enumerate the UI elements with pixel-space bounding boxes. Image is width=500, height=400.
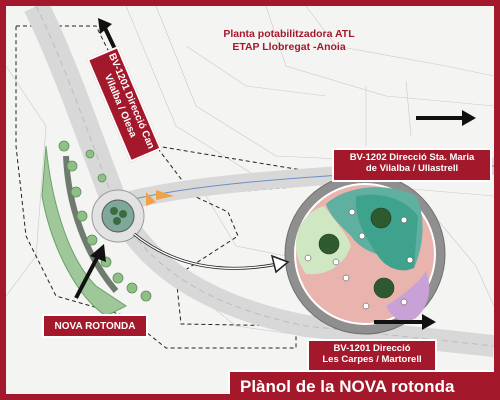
- roundabout-small: [91, 189, 145, 243]
- roundabout-label-text: NOVA ROTONDA: [54, 321, 136, 332]
- plan-title-text: Plànol de la NOVA rotonda: [240, 377, 455, 396]
- treatment-plant-label: Planta potabilitzadora ATL ETAP Llobrega…: [204, 28, 374, 53]
- road-label-bv1202: BV-1202 Direcció Sta. Maria de Vilalba /…: [332, 148, 492, 182]
- detail-trees: [318, 207, 395, 299]
- plant-name: Planta potabilitzadora ATL: [223, 28, 355, 40]
- road-label-bv1202-line1: BV-1202 Direcció Sta. Maria: [349, 152, 475, 163]
- road-label-bv1201-south: BV-1201 Direcció Les Carpes / Martorell: [307, 339, 437, 373]
- detail-markers: [304, 208, 414, 310]
- zoom-callout-arrowhead: [270, 254, 290, 274]
- plant-subname: ETAP Llobregat -Anoia: [232, 40, 346, 53]
- traffic-island-east: [146, 192, 156, 206]
- works-boundary: [15, 25, 297, 349]
- retaining-wall: [63, 155, 119, 293]
- traffic-island-east-2: [156, 190, 174, 200]
- plan-title: Plànol de la NOVA rotonda: [228, 370, 494, 396]
- trees-west: [58, 140, 152, 302]
- roundabout-detail: [284, 173, 446, 335]
- road-label-bv1201-south-line2: Les Carpes / Martorell: [322, 353, 422, 365]
- roundabout-label: NOVA ROTONDA: [42, 314, 148, 338]
- teal-planting-area: [355, 194, 418, 271]
- purple-planting-area: [386, 271, 430, 322]
- road-label-bv1202-line2: de Vilalba / Ullastrell: [365, 162, 459, 174]
- road-label-bv1201-south-line1: BV-1201 Direcció: [333, 343, 411, 354]
